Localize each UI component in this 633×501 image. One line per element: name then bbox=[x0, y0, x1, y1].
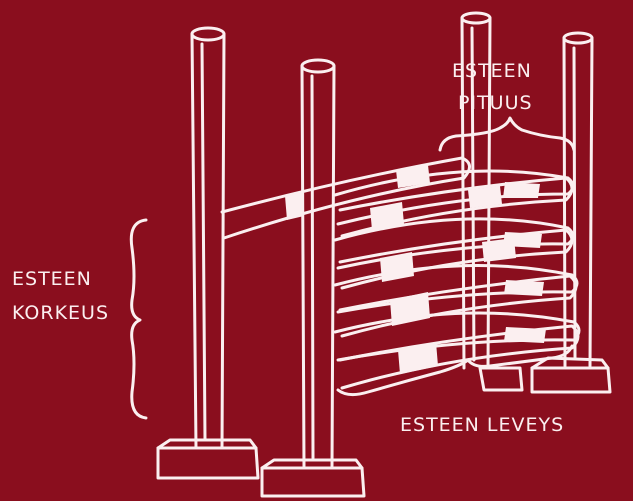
width-label: ESTEEN LEVEYS bbox=[400, 414, 565, 436]
length-label-line1: ESTEEN bbox=[452, 60, 532, 82]
height-label-line2: KORKEUS bbox=[12, 302, 110, 324]
height-brace bbox=[129, 218, 148, 420]
back-poles bbox=[333, 169, 581, 362]
length-brace bbox=[438, 116, 576, 152]
height-label-line1: ESTEEN bbox=[12, 268, 92, 290]
length-label-line2: PITUUS bbox=[458, 92, 533, 114]
front-right-standard bbox=[260, 58, 366, 498]
front-left-standard bbox=[156, 26, 260, 480]
width-brace bbox=[336, 344, 574, 397]
back-right-standard bbox=[530, 31, 612, 394]
front-poles bbox=[220, 156, 580, 390]
